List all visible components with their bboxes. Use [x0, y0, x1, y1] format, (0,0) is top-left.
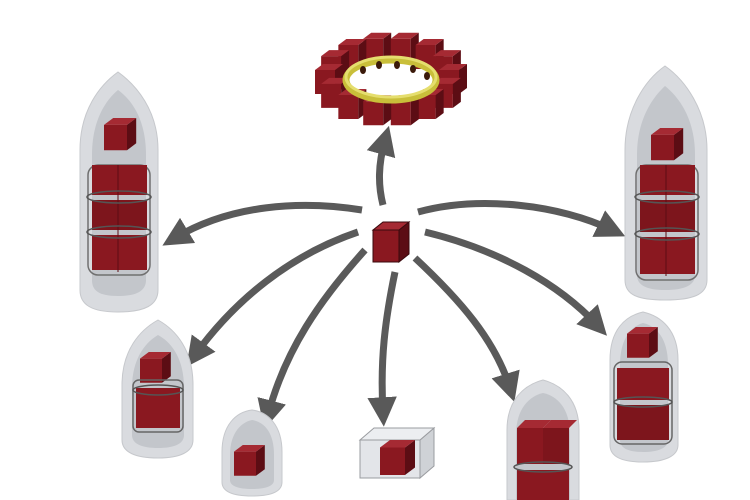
arrow-to-medium-left — [186, 228, 360, 367]
arrow-to-bottom-right — [412, 255, 520, 403]
arrows — [162, 125, 626, 430]
arrow-to-small — [257, 247, 368, 430]
ring-dispenser — [315, 32, 467, 126]
fairing-large-left — [79, 71, 159, 313]
arrow-to-ring — [366, 125, 396, 206]
arrow-to-large-left — [162, 201, 363, 246]
deployer-box — [358, 426, 436, 480]
central-payload-cube — [371, 220, 411, 264]
arrow-to-medium-right — [424, 228, 607, 336]
arrow-to-large-right — [417, 200, 626, 237]
fairing-medium-left — [121, 319, 194, 459]
fairing-small — [221, 409, 283, 497]
fairing-bottom-center-right — [506, 379, 580, 500]
arrow-to-deployer — [367, 271, 399, 427]
fairing-medium-right — [609, 311, 679, 463]
fairing-large-right — [624, 65, 708, 301]
